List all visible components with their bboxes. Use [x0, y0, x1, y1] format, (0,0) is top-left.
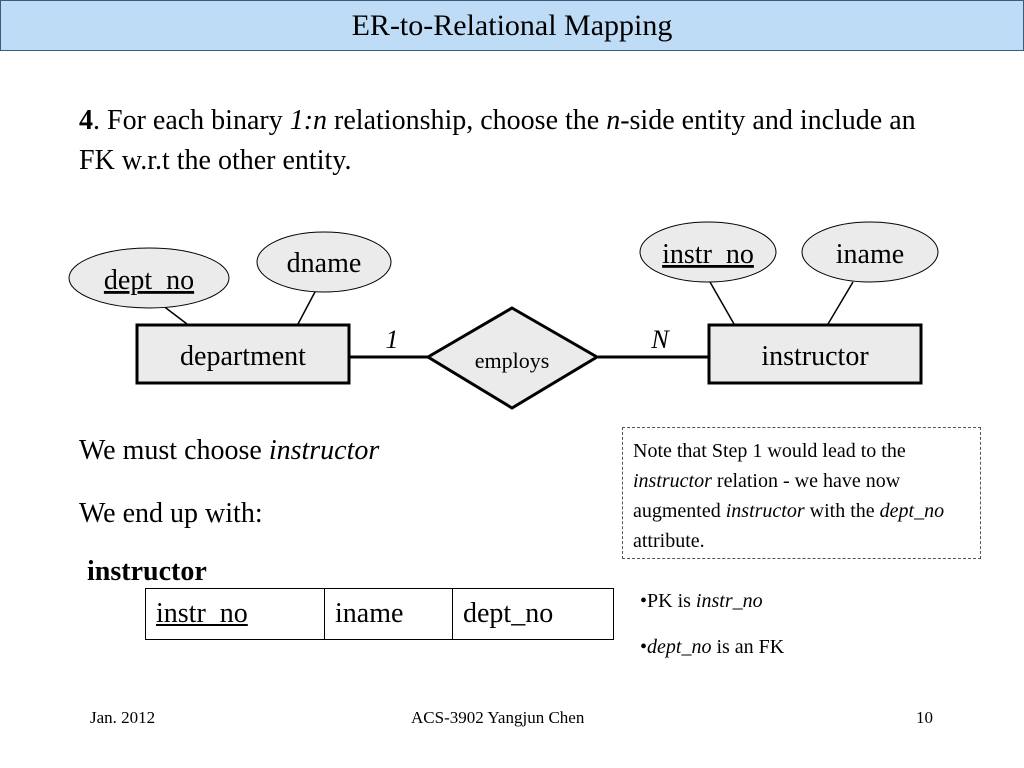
slide-title: ER-to-Relational Mapping	[0, 0, 1024, 51]
cardinality-right: N	[650, 325, 670, 354]
attr-instr-no-ellipse	[639, 221, 777, 283]
column-instr-no-label: instr_no	[156, 598, 248, 629]
attr-dept-no-ellipse	[68, 247, 230, 309]
footer-date: Jan. 2012	[90, 708, 156, 727]
choose-statement: We must choose instructor	[79, 435, 379, 467]
bullet-pk-prefix: •PK is	[640, 590, 696, 612]
bullet-fk-suffix: is an FK	[711, 636, 785, 658]
bullet-pk: •PK is instr_no	[640, 578, 784, 624]
bullet-fk-value: dept_no	[647, 636, 712, 658]
key-bullets: •PK is instr_no •dept_no is an FK	[640, 578, 784, 670]
rule-text-part2: relationship, choose the	[327, 105, 607, 136]
attr-dname-ellipse	[256, 231, 392, 293]
note-text-2: relation - we have now augmented	[633, 470, 901, 522]
bullet-fk-prefix: •	[640, 636, 648, 658]
edge-instr-no	[709, 281, 735, 325]
attr-iname-ellipse	[801, 221, 939, 283]
column-dept-no: dept_no	[452, 588, 614, 640]
note-emph-2: instructor	[725, 500, 805, 522]
edge-iname	[827, 281, 854, 325]
edge-dept-no	[161, 304, 188, 325]
relation-schema-table: instr_no iname dept_no	[145, 588, 614, 640]
entity-instructor-label: instructor	[761, 341, 869, 372]
rule-number: 4	[79, 105, 93, 136]
rule-ratio: 1:n	[289, 105, 328, 136]
choose-entity: instructor	[268, 435, 380, 466]
note-text-1: Note that Step 1 would lead to the	[633, 440, 906, 462]
attr-iname-label: iname	[836, 239, 904, 270]
attr-dname-label: dname	[287, 248, 362, 279]
end-statement: We end up with:	[79, 498, 263, 529]
column-iname: iname	[324, 588, 453, 640]
attr-dept-no-label: dept_no	[104, 265, 194, 296]
edge-dname	[297, 289, 317, 325]
er-diagram: dept_no dname instr_no iname department …	[68, 221, 939, 410]
column-iname-label: iname	[335, 598, 404, 629]
column-dept-no-label: dept_no	[463, 598, 554, 629]
note-text-3: with the	[804, 500, 880, 522]
cardinality-left: 1	[386, 325, 399, 354]
note-emph-1: instructor	[633, 470, 712, 492]
footer-course: ACS-3902 Yangjun Chen	[411, 708, 585, 727]
footer-page-number: 10	[916, 708, 933, 727]
table-row: instr_no iname dept_no	[145, 588, 614, 640]
rule-text-part1: . For each binary	[93, 105, 290, 136]
note-emph-3: dept_no	[879, 500, 945, 522]
rule-statement: 4. For each binary 1:n relationship, cho…	[79, 101, 939, 181]
note-box: Note that Step 1 would lead to the instr…	[622, 427, 981, 559]
entity-department-label: department	[180, 341, 306, 372]
relation-name: instructor	[87, 556, 207, 587]
bullet-fk: •dept_no is an FK	[640, 624, 784, 670]
relationship-employs-label: employs	[475, 348, 550, 373]
bullet-pk-value: instr_no	[695, 590, 763, 612]
note-text-4: attribute.	[633, 530, 705, 552]
entity-instructor-box	[707, 323, 923, 385]
attr-instr-no-label: instr_no	[662, 239, 754, 270]
rule-text-part3: -side entity and include an FK w.r.t the…	[79, 105, 916, 176]
relationship-employs-diamond	[425, 306, 600, 410]
rule-nside: n	[606, 105, 621, 136]
entity-department-box	[135, 323, 351, 385]
choose-text: We must choose	[79, 435, 269, 466]
column-instr-no: instr_no	[145, 588, 325, 640]
